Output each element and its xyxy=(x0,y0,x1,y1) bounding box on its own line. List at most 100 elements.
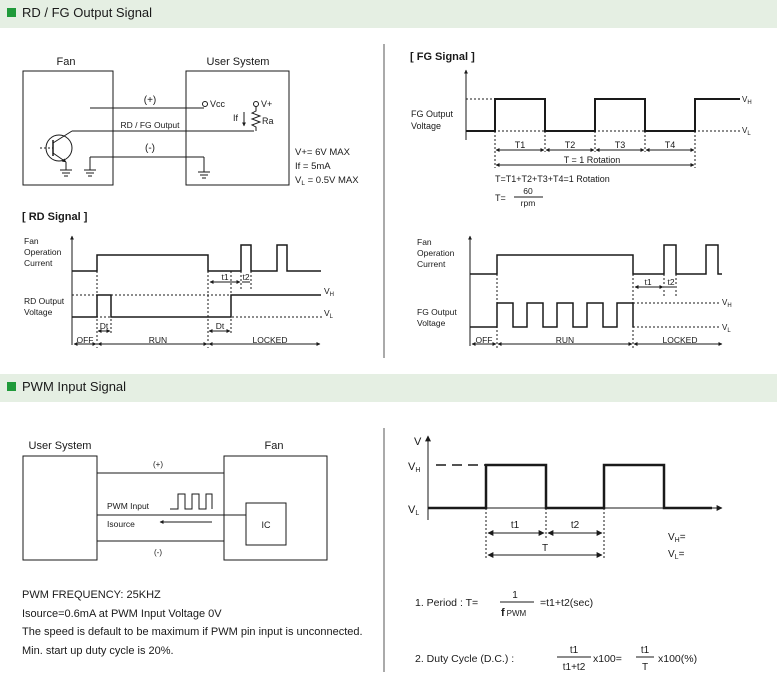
fan-label: Fan xyxy=(57,56,76,68)
rd-run-label: RUN xyxy=(149,335,167,345)
fg2-output-waveform xyxy=(470,302,634,328)
fg2-voltage-label-1: FG Output xyxy=(417,307,457,317)
vplus-label: V+ xyxy=(261,99,272,109)
duty-cycle-label: 2. Duty Cycle (D.C.) : xyxy=(415,653,514,665)
output-circuit: Fan User System (+) RD / FG Output (-) V… xyxy=(22,56,359,187)
fg2-current-label-2: Operation xyxy=(417,248,455,258)
ground-icon xyxy=(60,169,210,179)
rd-vh-label: VH xyxy=(324,286,334,298)
fg2-vh-label: VH xyxy=(722,298,732,309)
duty-rest: x100(%) xyxy=(658,653,697,665)
user-system-label: User System xyxy=(207,56,270,68)
rd-current-waveform xyxy=(72,244,321,272)
note-isource: Isource=0.6mA at PWM Input Voltage 0V xyxy=(22,607,222,620)
rd-voltage-label-2: Voltage xyxy=(24,307,53,317)
ic-box xyxy=(245,502,287,546)
plus-label: (+) xyxy=(144,95,157,106)
spec-vl: VL = 0.5V MAX xyxy=(295,175,359,187)
rd-t1-label: t1 xyxy=(221,272,228,282)
fg-period-t3: T3 xyxy=(615,140,626,150)
rd-signal-title: [ RD Signal ] xyxy=(22,211,88,223)
isource-label: Isource xyxy=(107,519,135,529)
fg2-vl-label: VL xyxy=(722,323,731,334)
fg-waveform xyxy=(466,98,740,132)
vcc-label: Vcc xyxy=(210,99,226,109)
pwm-t1-label: t1 xyxy=(511,520,520,531)
period-numerator: 1 xyxy=(512,590,518,601)
pwm-waveform xyxy=(428,463,712,510)
pwm-minus-label: (-) xyxy=(154,548,162,557)
note-frequency: PWM FREQUENCY: 25KHZ xyxy=(22,589,161,601)
fg-formula: T=T1+T2+T3+T4=1 Rotation xyxy=(495,174,610,184)
pwm-pulse-icon xyxy=(170,493,213,510)
fg2-current-label-3: Current xyxy=(417,259,446,269)
section-bullet-icon xyxy=(7,382,16,391)
rd-output-waveform xyxy=(72,294,321,318)
fg-signal-title: [ FG Signal ] xyxy=(410,51,475,63)
note-default-speed: The speed is default to be maximum if PW… xyxy=(22,626,363,638)
resistor-icon xyxy=(250,106,262,131)
fg-period-t1: T1 xyxy=(515,140,526,150)
pwm-t2-label: t2 xyxy=(571,520,580,531)
period-formula-rest: =t1+t2(sec) xyxy=(540,597,593,609)
rd-current-label-1: Fan xyxy=(24,236,39,246)
duty-numerator-2: t1 xyxy=(641,645,650,656)
output-section-title: RD / FG Output Signal xyxy=(22,5,153,20)
fg-voltage-label-2: Voltage xyxy=(411,121,441,131)
rd-vl-label: VL xyxy=(324,308,334,320)
section-bullet-icon xyxy=(7,8,16,17)
minus-label: (-) xyxy=(145,143,155,154)
fg-rotation-label: T = 1 Rotation xyxy=(564,155,621,165)
rd-off-label: OFF xyxy=(77,335,94,345)
spec-vplus: V+= 6V MAX xyxy=(295,147,351,158)
fg-vh-label: VH xyxy=(742,95,752,106)
rd-voltage-label-1: RD Output xyxy=(24,296,65,306)
fg2-locked-label: LOCKED xyxy=(663,335,698,345)
pwm-notes: PWM FREQUENCY: 25KHZ Isource=0.6mA at PW… xyxy=(22,586,363,660)
fg2-t1-label: t1 xyxy=(644,277,651,287)
rd-current-label-2: Operation xyxy=(24,247,62,257)
ra-label: Ra xyxy=(262,116,274,126)
pwm-input-label: PWM Input xyxy=(107,501,150,511)
fg2-current-label-1: Fan xyxy=(417,237,432,247)
fg-t-eq: T= xyxy=(495,193,506,203)
fg2-voltage-label-2: Voltage xyxy=(417,318,446,328)
pwm-fan-label: Fan xyxy=(265,440,284,452)
fg2-t2-label: t2 xyxy=(667,277,674,287)
rd-dt-label-1: Dt xyxy=(100,321,109,331)
rd-signal-diagram: [ RD Signal ] Fan Operation Current RD O… xyxy=(22,211,334,348)
period-formula-label: 1. Period : T= xyxy=(415,597,478,609)
rd-t2-label: t2 xyxy=(242,272,249,282)
pwm-vh-label: VH xyxy=(408,461,420,474)
fg2-run-label: RUN xyxy=(556,335,574,345)
duty-denominator-1: t1+t2 xyxy=(563,662,586,673)
pwm-vl-label: VL xyxy=(408,504,419,517)
rd-locked-label: LOCKED xyxy=(253,335,288,345)
pwm-plus-label: (+) xyxy=(153,460,163,469)
fg2-off-label: OFF xyxy=(476,335,493,345)
fan-box xyxy=(22,70,114,186)
pwm-fan-box xyxy=(223,455,328,561)
pwm-section-title: PWM Input Signal xyxy=(22,379,127,394)
fg-voltage-label-1: FG Output xyxy=(411,109,454,119)
pwm-circuit: User System Fan IC (+) PWM Input Isource… xyxy=(22,440,328,561)
note-startup-duty: Min. start up duty cycle is 20%. xyxy=(22,644,174,657)
duty-denominator-2: T xyxy=(642,662,648,673)
spec-if: If = 5mA xyxy=(295,161,331,172)
rd-fg-line-label: RD / FG Output xyxy=(120,120,180,130)
pwm-user-system-box xyxy=(22,455,98,561)
fg-period-t4: T4 xyxy=(665,140,676,150)
fg-denominator: rpm xyxy=(521,198,536,208)
output-section-header: RD / FG Output Signal xyxy=(0,0,777,28)
if-label: If xyxy=(233,113,239,123)
fg2-current-waveform xyxy=(470,244,722,275)
pwm-waveform-diagram: V VH VL t1 t2 T VH= VL= xyxy=(408,435,723,561)
pwm-period-label: T xyxy=(542,543,548,554)
fg-signal-states-diagram: Fan Operation Current FG Output Voltage … xyxy=(417,235,732,348)
pwm-vl-eq: VL= xyxy=(668,549,685,561)
ic-label: IC xyxy=(262,520,272,530)
pwm-section-header: PWM Input Signal xyxy=(0,374,777,402)
